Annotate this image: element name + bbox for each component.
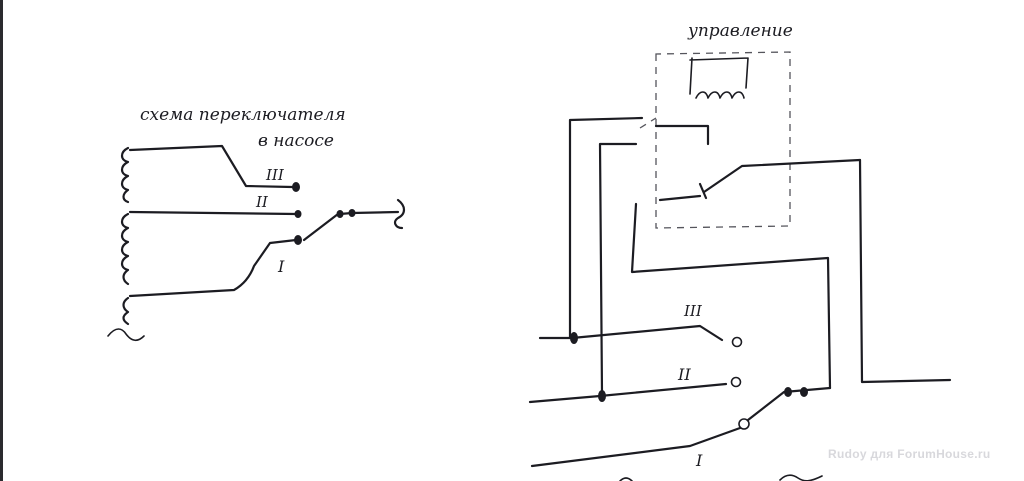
- feed-wire-inner: [598, 142, 638, 396]
- contact-II: [294, 210, 302, 218]
- label-I: I: [277, 257, 285, 276]
- contact-III: [292, 182, 300, 192]
- left-title-line1: схема переключателя: [140, 105, 346, 125]
- contact-right-I: [738, 418, 750, 430]
- right-label-III: III: [683, 302, 703, 320]
- loop-wire-inner: [630, 202, 832, 390]
- wire-III: [538, 324, 724, 342]
- right-diagram: управление III II I: [528, 21, 952, 481]
- control-label: управление: [687, 21, 793, 41]
- output-wire: [338, 198, 406, 230]
- cutoff-scribble: [619, 474, 823, 481]
- right-label-I: I: [695, 451, 703, 470]
- relay-contact-top: [654, 124, 710, 146]
- label-II: II: [255, 193, 269, 211]
- scan-edge: [0, 0, 3, 481]
- switch-lever: [302, 212, 340, 242]
- wire-I: [530, 426, 742, 468]
- motor-winding: [120, 146, 130, 326]
- label-III: III: [265, 166, 285, 184]
- tap-wire-I: [128, 238, 298, 298]
- junction-III: [570, 332, 578, 344]
- junction-II: [598, 390, 606, 402]
- watermark: Rudoy для ForumHouse.ru: [828, 447, 991, 461]
- contact-right-III: [731, 336, 743, 348]
- left-title-line2: в насосе: [258, 131, 334, 151]
- tap-wire-III: [128, 144, 294, 189]
- relay-coil-icon: [689, 57, 749, 99]
- right-label-II: II: [677, 365, 691, 384]
- left-diagram: схема переключателя в насосе III II I: [107, 105, 406, 342]
- loop-wire-right: [858, 158, 952, 384]
- relay-contact-arm: [658, 158, 862, 202]
- tap-wire-II: [128, 210, 298, 216]
- feed-wire-outer: [568, 116, 644, 340]
- selector-pivot-a: [784, 387, 792, 397]
- contact-right-II: [730, 376, 742, 388]
- contact-I: [294, 235, 302, 245]
- wire-II: [528, 382, 728, 404]
- control-link: [639, 117, 657, 129]
- selector-pivot-b: [800, 387, 808, 397]
- winding-ground: [107, 328, 145, 342]
- control-housing: [655, 51, 791, 229]
